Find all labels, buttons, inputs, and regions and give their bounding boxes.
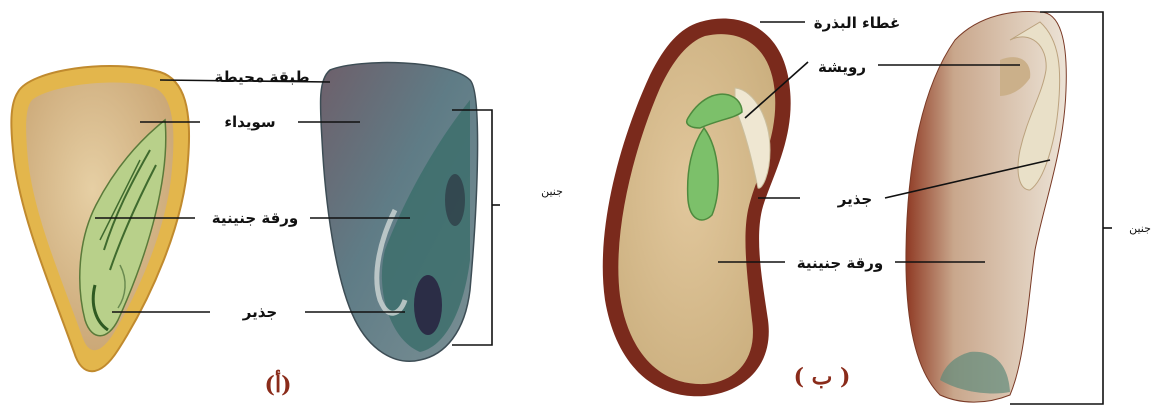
label-b-embryo: جنين bbox=[1129, 222, 1151, 235]
bean-section-shape bbox=[906, 12, 1066, 403]
caption-b: ( ب ) bbox=[794, 364, 851, 390]
label-b-cotyledon: ورقة جنينية bbox=[797, 254, 884, 272]
label-b-plumule: رويشة bbox=[818, 58, 866, 76]
label-b-seed-coat: غطاء البذرة bbox=[814, 14, 900, 32]
label-a-embryo: جنين bbox=[541, 185, 563, 198]
label-a-radicle: جذير bbox=[242, 303, 277, 321]
label-a-endosperm: سويداء bbox=[224, 113, 275, 131]
label-a-cotyledon: ورقة جنينية bbox=[212, 209, 299, 227]
caption-a: (أ) bbox=[265, 369, 292, 398]
label-a-seed-coat: طبقة محيطة bbox=[214, 68, 309, 86]
label-b-radicle: جذير bbox=[837, 190, 872, 208]
